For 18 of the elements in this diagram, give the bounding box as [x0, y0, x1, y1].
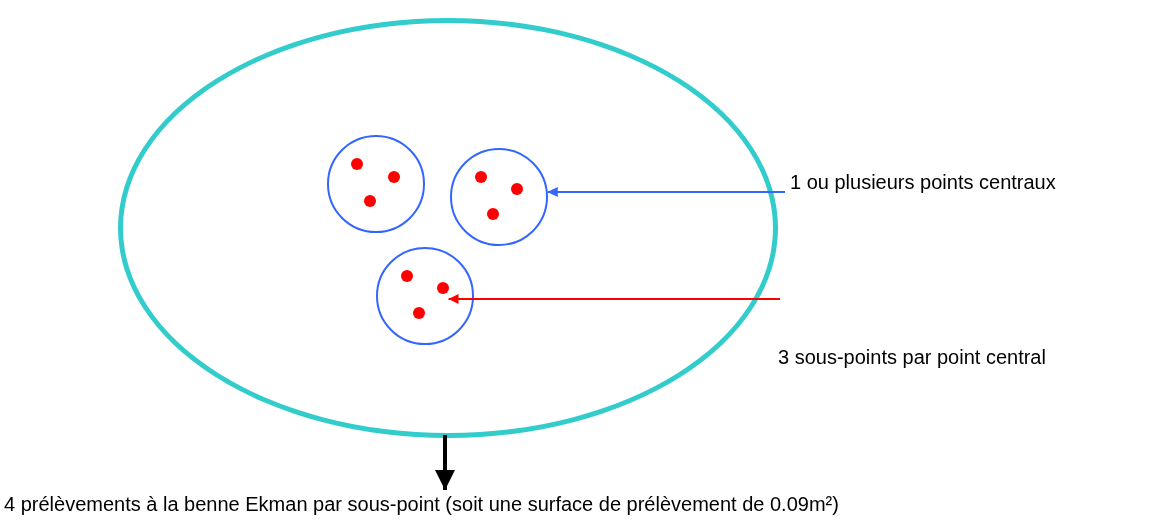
sampling-dot — [401, 270, 413, 282]
arrow — [447, 294, 781, 304]
circle-outline — [450, 148, 548, 246]
sampling-dot — [511, 183, 523, 195]
sampling-dot — [388, 171, 400, 183]
sampling-dot — [364, 195, 376, 207]
circle-outline — [327, 135, 425, 233]
annotation-text: 4 prélèvements à la benne Ekman par sous-point (soit une surface de prélèvement de 0.09m²) — [4, 492, 839, 516]
sampling-dot — [351, 158, 363, 170]
sampling-dot — [437, 282, 449, 294]
annotation-text: 3 sous-points par point central — [778, 345, 1046, 369]
annotation-text: 1 ou plusieurs points centraux — [790, 170, 1056, 194]
sampling-dot — [487, 208, 499, 220]
sampling-dot — [475, 171, 487, 183]
sampling-dot — [413, 307, 425, 319]
circle-outline — [376, 247, 474, 345]
arrow — [435, 435, 455, 490]
oval-outline — [118, 18, 778, 438]
